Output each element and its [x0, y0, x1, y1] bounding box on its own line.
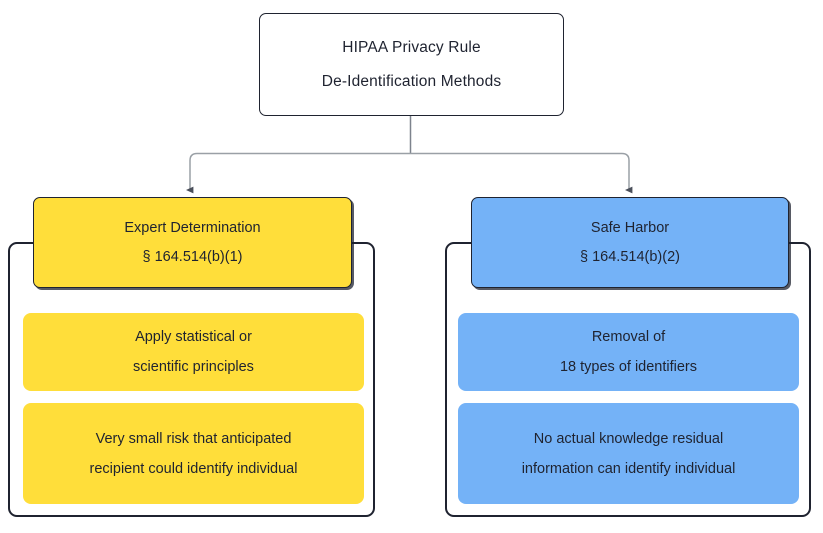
node-very-small-risk-line-1: Very small risk that anticipated: [95, 430, 292, 447]
group-header-safe-harbor-line-1: Safe Harbor: [590, 220, 670, 236]
group-header-expert-line-2: § 164.514(b)(1): [142, 249, 243, 265]
node-no-actual-knowledge-line-1: No actual knowledge residual: [533, 430, 724, 447]
node-removal-identifiers-line-2: 18 types of identifiers: [559, 359, 698, 375]
root-node-line-2: De-Identification Methods: [321, 72, 502, 90]
group-header-expert-line-1: Expert Determination: [124, 220, 261, 236]
root-node-hipaa-privacy-rule[interactable]: HIPAA Privacy Rule De-Identification Met…: [259, 13, 564, 116]
group-header-safe-harbor-line-2: § 164.514(b)(2): [580, 249, 680, 265]
node-removal-of-identifiers[interactable]: Removal of 18 types of identifiers: [458, 313, 799, 391]
group-header-safe-harbor[interactable]: Safe Harbor § 164.514(b)(2): [471, 197, 789, 288]
node-very-small-risk-line-2: recipient could identify individual: [89, 460, 298, 477]
node-very-small-risk[interactable]: Very small risk that anticipated recipie…: [23, 403, 364, 504]
node-no-actual-knowledge-line-2: information can identify individual: [521, 460, 736, 477]
edge-root-to-expert: [185, 152, 411, 194]
root-node-line-1: HIPAA Privacy Rule: [342, 38, 481, 56]
node-apply-principles-line-2: scientific principles: [133, 359, 254, 375]
group-header-expert-determination[interactable]: Expert Determination § 164.514(b)(1): [33, 197, 352, 288]
node-apply-statistical-principles[interactable]: Apply statistical or scientific principl…: [23, 313, 364, 391]
node-removal-identifiers-line-1: Removal of: [591, 329, 666, 345]
node-apply-principles-line-1: Apply statistical or: [135, 329, 252, 345]
node-no-actual-knowledge[interactable]: No actual knowledge residual information…: [458, 403, 799, 504]
edge-root-to-safe-harbor: [410, 152, 633, 194]
